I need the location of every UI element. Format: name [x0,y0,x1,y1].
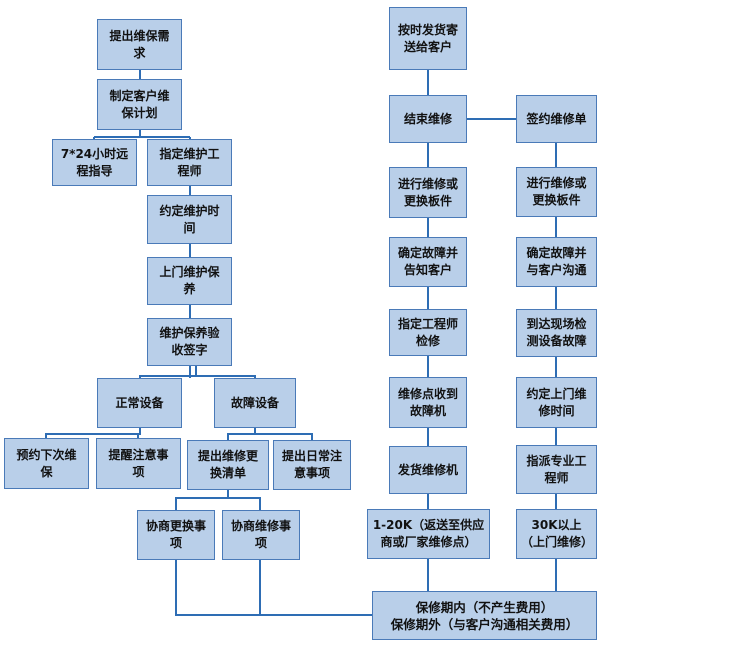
node-request-maintenance: 提出维保需 求 [97,19,182,70]
node-normal-device: 正常设备 [97,378,182,428]
node-repair-or-replace-b: 进行维修或 更换板件 [516,167,597,217]
node-assign-engineer-repair: 指定工程师 检修 [389,309,467,356]
node-replacement-list: 提出维修更 换清单 [187,440,269,490]
node-onsite-maintenance: 上门维护保 养 [147,257,232,305]
node-30k-onsite: 30K以上 （上门维修） [516,509,597,559]
node-negotiate-repair: 协商维修事 项 [222,510,300,560]
connector [137,433,140,438]
node-confirm-fault-communicate: 确定故障并 与客户沟通 [516,237,597,287]
node-next-appointment: 预约下次维 保 [4,438,89,489]
node-schedule-onsite-repair: 约定上门维 修时间 [516,377,597,428]
node-end-repair: 结束维修 [389,95,467,143]
node-onsite-inspection: 到达现场检 测设备故障 [516,309,597,357]
node-warranty-fees: 保修期内（不产生费用） 保修期外（与客户沟通相关费用） [372,591,597,640]
connector [139,366,197,378]
connector [45,428,141,438]
node-sign-repair-order: 签约维修单 [516,95,597,143]
node-confirm-fault-notify: 确定故障并 告知客户 [389,237,467,287]
node-daily-notes: 提出日常注 意事项 [273,440,351,490]
connector [227,428,256,440]
node-customer-plan: 制定客户维 保计划 [97,79,182,130]
node-remind-notes: 提醒注意事 项 [96,438,181,489]
connector [175,490,229,510]
connector [228,497,261,510]
node-assign-engineer: 指定维护工 程师 [147,139,232,186]
node-fault-device: 故障设备 [214,378,296,428]
node-acceptance-sign: 维护保养验 收签字 [147,318,232,366]
node-repair-or-replace-a: 进行维修或 更换板件 [389,167,467,218]
node-ship-to-customer: 按时发货寄 送给客户 [389,7,467,70]
connector [196,375,256,378]
node-receive-faulty-machine: 维修点收到 故障机 [389,377,467,428]
node-1-20k-return: 1-20K（返送至供应 商或厂家维修点） [367,509,490,559]
node-remote-guidance: 7*24小时远 程指导 [52,139,137,186]
node-negotiate-replacement: 协商更换事 项 [137,510,215,560]
connector [175,560,372,616]
connector [255,433,313,440]
node-schedule-time: 约定维护时 间 [147,195,232,244]
node-ship-repair-machine: 发货维修机 [389,446,467,494]
node-assign-specialist: 指派专业工 程师 [516,445,597,494]
